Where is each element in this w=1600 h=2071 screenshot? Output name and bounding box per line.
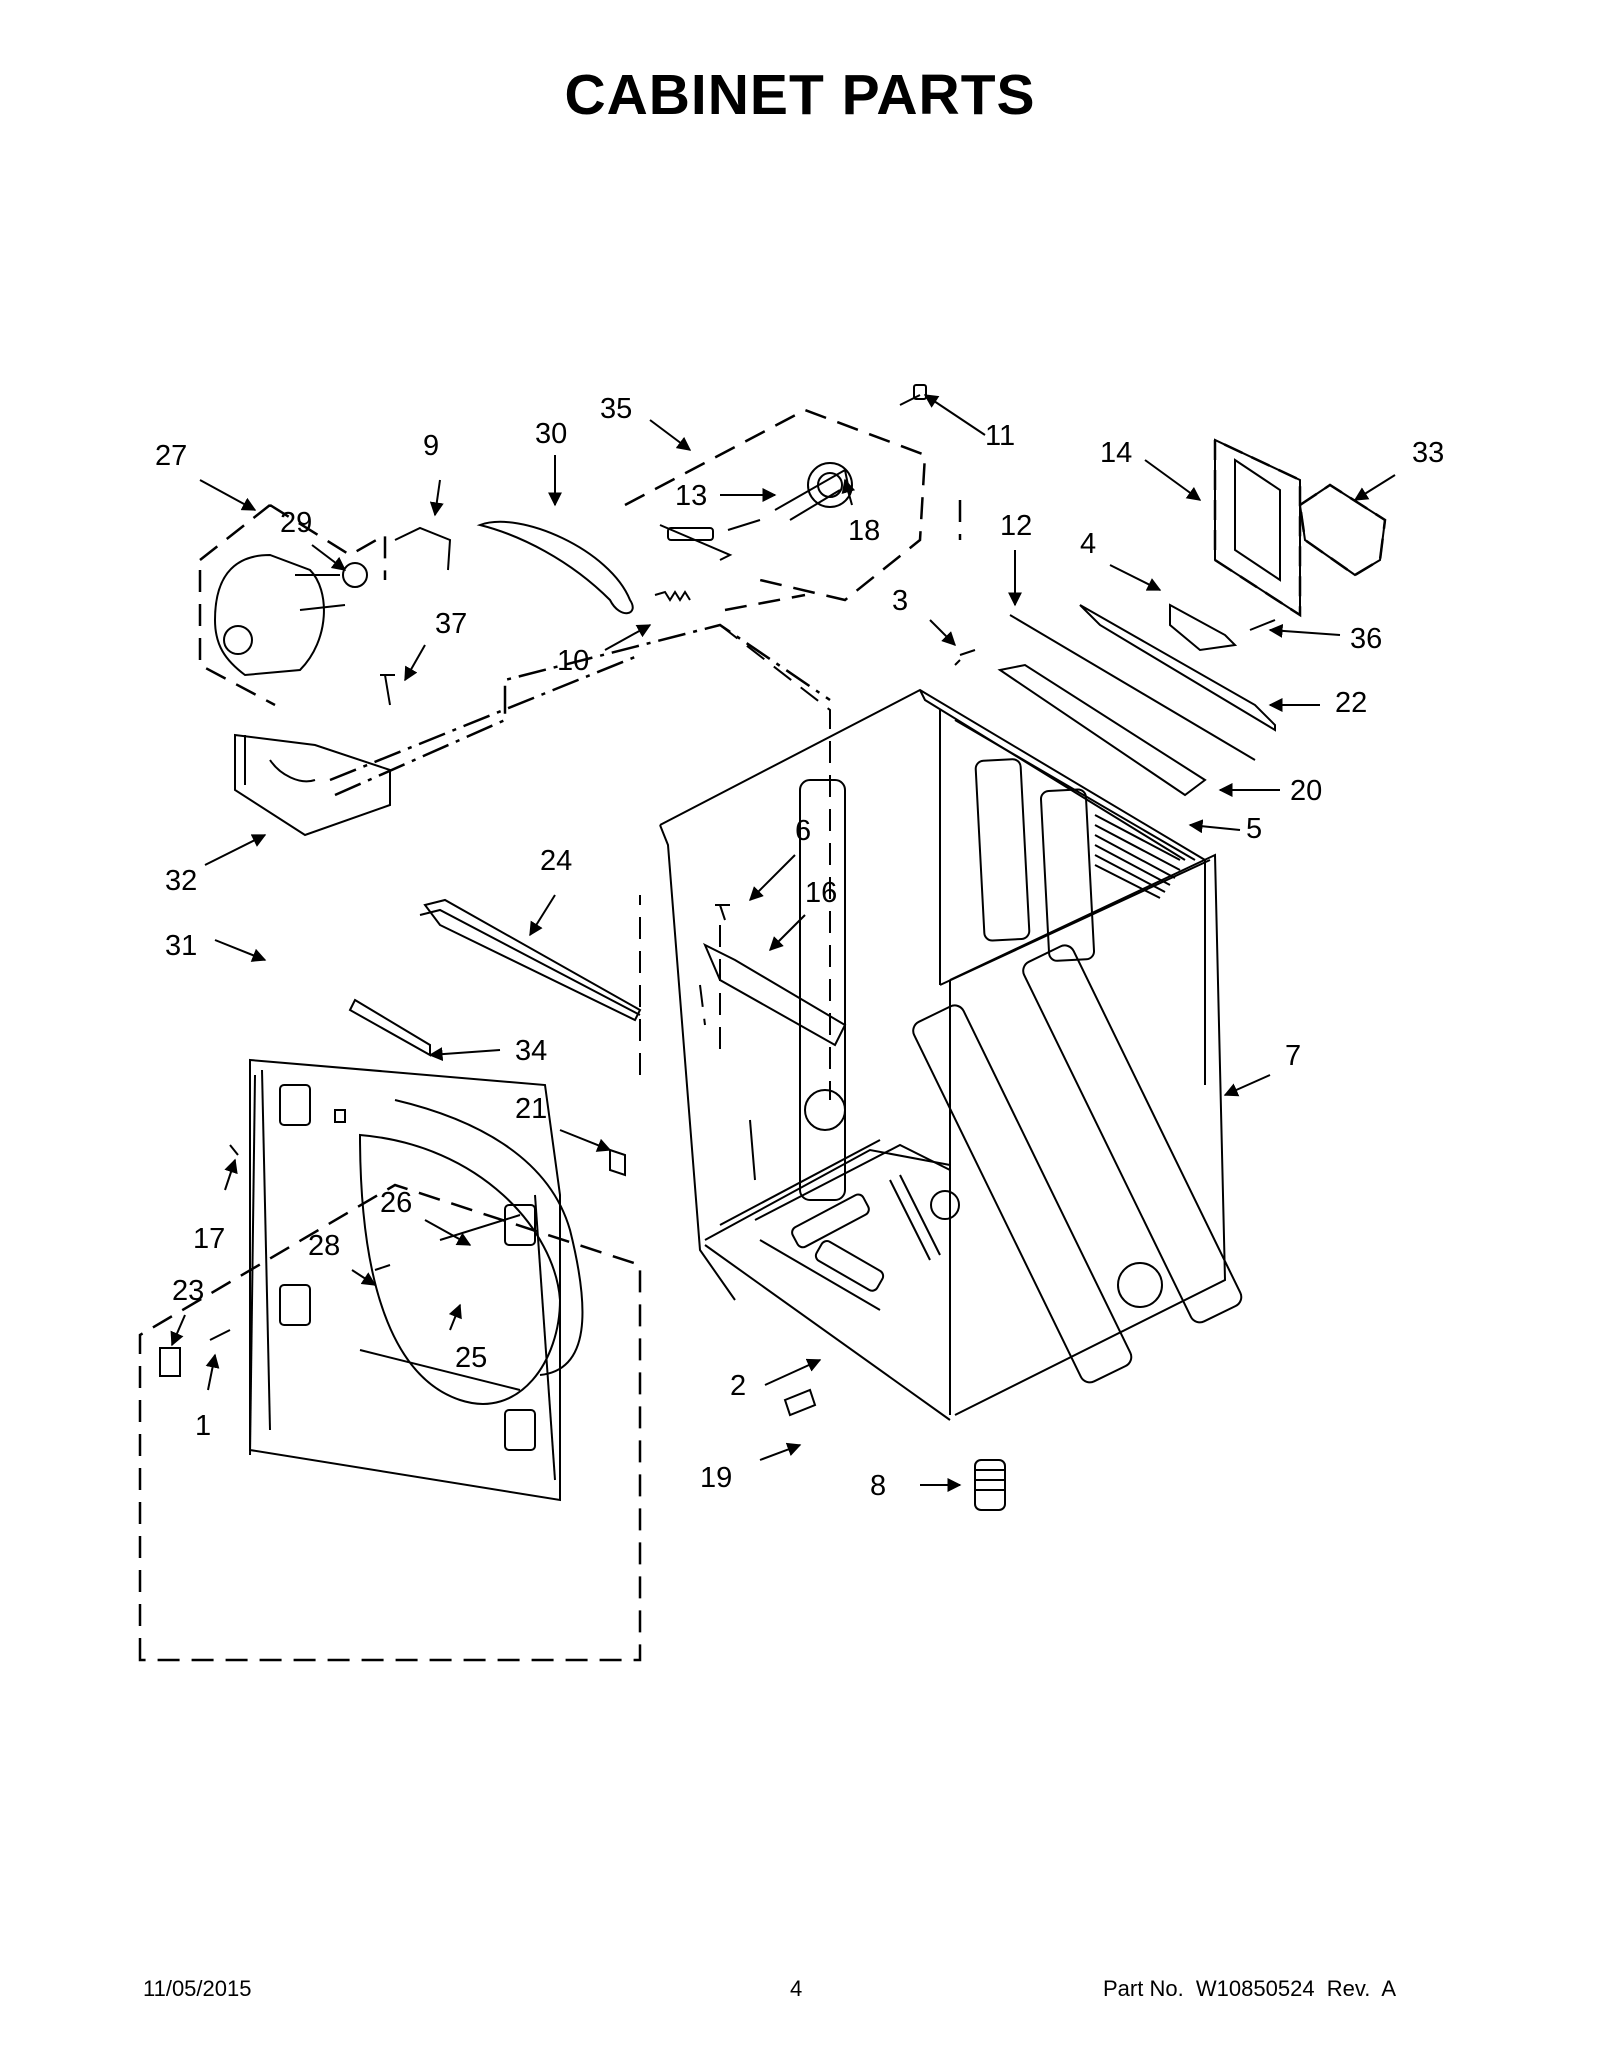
callout-9: 9 [423,430,439,462]
front-panel-group-boundary [138,1183,642,1662]
callout-25: 25 [455,1342,487,1374]
callout-21: 21 [515,1093,547,1125]
callout-6: 6 [795,815,811,847]
motor-group-boundary [198,503,387,707]
callout-28: 28 [308,1230,340,1262]
callout-23: 23 [172,1275,204,1307]
callout-20: 20 [1290,775,1322,807]
callout-35: 35 [600,393,632,425]
callout-16: 16 [805,877,837,909]
callout-11: 11 [985,420,1015,452]
callout-26: 26 [380,1187,412,1219]
front-panel [249,1058,584,1502]
callout-2: 2 [730,1370,746,1402]
callout-12: 12 [1000,510,1032,542]
callout-leaders [170,394,1396,1492]
drum-bearing-group [659,462,853,561]
callout-labels: 1 2 3 4 5 6 7 8 9 10 11 12 13 14 16 17 1… [155,393,1444,1502]
callout-31: 31 [165,930,197,962]
drum-bearing-group-boundary [624,408,927,602]
callout-34: 34 [515,1035,547,1067]
footer-page-number: 4 [790,1976,803,2001]
callout-27: 27 [155,440,187,472]
callout-22: 22 [1335,687,1367,719]
callout-33: 33 [1412,437,1444,469]
callout-32: 32 [165,865,197,897]
screw-11 [899,384,927,406]
page-title: CABINET PARTS [564,63,1036,127]
callout-1: 1 [195,1410,211,1442]
callout-13: 13 [675,480,707,512]
exploded-parts-diagram: 1 2 3 4 5 6 7 8 9 10 11 12 13 14 16 17 1… [138,384,1444,1662]
pulley-29 [342,562,368,588]
callout-36: 36 [1350,623,1382,655]
callout-8: 8 [870,1470,886,1502]
top-right-parts [997,438,1387,797]
callout-30: 30 [535,418,567,450]
callout-10: 10 [557,645,589,677]
screw-3 [954,649,976,666]
callout-17: 17 [193,1223,225,1255]
callout-7: 7 [1285,1040,1301,1072]
callout-5: 5 [1246,813,1262,845]
cabinet-body [659,688,1243,1421]
callout-37: 37 [435,608,467,640]
callout-3: 3 [892,585,908,617]
callout-29: 29 [280,507,312,539]
callout-18: 18 [848,515,880,547]
callout-19: 19 [700,1462,732,1494]
footer-date: 11/05/2015 [143,1976,252,2001]
clip-9 [394,526,452,571]
callout-4: 4 [1080,528,1096,560]
screw-37 [380,674,395,706]
belt-30 [476,520,634,615]
footer-part-number: Part No. W10850524 Rev. A [1103,1976,1397,2001]
spring-10 [654,590,691,602]
interior-parts [159,898,1006,1511]
motor-assembly [213,553,346,677]
bracket-32 [234,733,391,837]
callout-24: 24 [540,845,572,877]
callout-14: 14 [1100,437,1132,469]
